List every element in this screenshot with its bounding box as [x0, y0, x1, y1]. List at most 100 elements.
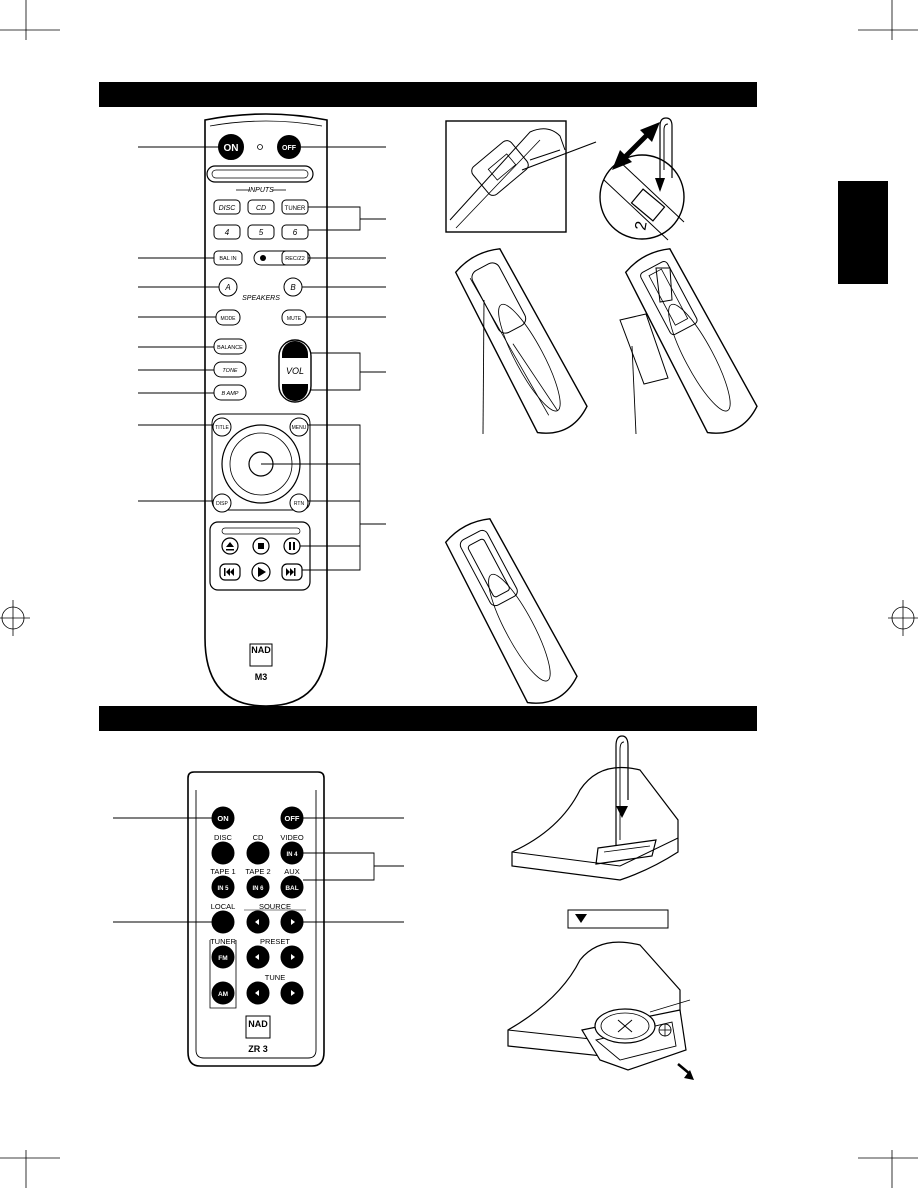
svg-text:TONE: TONE	[222, 368, 238, 374]
svg-text:TUNER: TUNER	[210, 937, 236, 946]
m3-disc-button	[213, 199, 241, 215]
svg-text:MUTE: MUTE	[287, 316, 302, 322]
zr3-am-button	[211, 981, 235, 1005]
svg-text:DISC: DISC	[214, 833, 233, 842]
m3-rec-led	[260, 255, 266, 261]
svg-text:PRESET: PRESET	[260, 937, 290, 946]
down-arrow-icon	[575, 914, 587, 923]
zr3-paperclip	[615, 735, 629, 846]
svg-text:MODE: MODE	[221, 316, 237, 322]
svg-text:MENU: MENU	[292, 425, 307, 431]
svg-text:ON: ON	[217, 814, 228, 823]
play-icon	[258, 567, 266, 577]
section-header-bar-bottom	[99, 706, 757, 731]
pull-out-arrow-icon	[677, 1063, 691, 1075]
svg-text:IN 4: IN 4	[286, 852, 298, 858]
svg-text:DISC: DISC	[219, 205, 237, 212]
svg-text:6: 6	[293, 228, 298, 237]
language-tab	[838, 181, 888, 284]
svg-text:B AMP: B AMP	[222, 391, 239, 397]
svg-text:IN 5: IN 5	[217, 886, 229, 892]
svg-text:VIDEO: VIDEO	[280, 833, 304, 842]
svg-text:5: 5	[259, 228, 264, 237]
m3-input4-button	[213, 224, 241, 240]
battery-detail-inset	[445, 120, 567, 233]
svg-text:FM: FM	[218, 955, 227, 962]
right-arrow-icon	[291, 919, 295, 925]
zr3-disc-button	[211, 841, 235, 865]
svg-text:RTN: RTN	[294, 501, 305, 507]
remote-back-battery	[444, 518, 578, 704]
m3-on-label: ON	[224, 143, 239, 154]
svg-text:TAPE 1: TAPE 1	[210, 867, 235, 876]
zr3-model-label: ZR 3	[248, 1044, 268, 1054]
svg-text:AUX: AUX	[284, 867, 299, 876]
svg-text:TUNE: TUNE	[265, 973, 285, 982]
svg-text:TUNER: TUNER	[285, 206, 306, 212]
m3-rtn-button	[289, 493, 309, 513]
remote-back-closed	[454, 248, 588, 434]
stop-icon	[258, 543, 264, 549]
m3-inputs-label: INPUTS	[248, 187, 274, 194]
svg-text:TITLE: TITLE	[215, 425, 229, 431]
zr3-nad-logo-box	[245, 1015, 271, 1039]
m3-balance-button	[213, 338, 247, 355]
m3-mode-button	[215, 309, 241, 326]
zr3-bal-button	[280, 875, 304, 899]
svg-text:B: B	[290, 283, 296, 292]
zr3-in5-button	[211, 875, 235, 899]
zr3-nad-logo: NAD	[248, 1019, 268, 1029]
section-header-bar-top	[99, 82, 757, 107]
svg-text:SOURCE: SOURCE	[259, 902, 291, 911]
m3-disp-button	[212, 493, 232, 513]
m3-off-label: OFF	[282, 145, 297, 152]
m3-bamp-button	[213, 384, 247, 401]
svg-text:BAL: BAL	[285, 885, 298, 892]
m3-tone-button	[213, 361, 247, 378]
svg-text:BAL IN: BAL IN	[219, 256, 236, 262]
m3-ir-indicator	[257, 144, 263, 150]
zr3-cd-button	[246, 841, 270, 865]
eject-icon	[226, 542, 234, 551]
next-icon	[286, 568, 296, 576]
svg-text:BALANCE: BALANCE	[217, 345, 243, 351]
m3-input5-button	[247, 224, 275, 240]
battery-latch-zoom	[599, 154, 685, 240]
svg-text:4: 4	[225, 228, 230, 237]
m3-cd-button	[247, 199, 275, 215]
svg-text:CD: CD	[253, 833, 264, 842]
svg-text:LOCAL: LOCAL	[211, 902, 236, 911]
svg-text:OFF: OFF	[285, 814, 300, 823]
remote-back-open	[624, 248, 758, 434]
pause-icon	[289, 542, 291, 550]
m3-vol-label: VOL	[286, 366, 304, 376]
svg-text:IN 6: IN 6	[252, 886, 264, 892]
m3-speakers-label: SPEAKERS	[242, 295, 280, 302]
m3-off-button	[277, 135, 301, 159]
m3-menu-button	[289, 417, 309, 437]
m3-nad-logo-box	[249, 643, 273, 667]
svg-text:CD: CD	[256, 205, 266, 212]
m3-mute-button	[281, 309, 307, 326]
svg-text:TAPE 2: TAPE 2	[245, 867, 270, 876]
m3-nad-logo: NAD	[251, 645, 271, 655]
prev-icon	[224, 568, 234, 576]
instruction-arrow-box	[567, 909, 669, 929]
paperclip-tool	[659, 117, 673, 190]
m3-input6-button	[281, 224, 309, 240]
battery-slot-number: 2	[632, 220, 650, 232]
zr3-fm-button	[211, 945, 235, 969]
m3-model-label: M3	[255, 672, 268, 682]
svg-text:DISP: DISP	[216, 501, 228, 507]
m3-title-button	[212, 417, 232, 437]
zr3-in6-button	[246, 875, 270, 899]
svg-text:AM: AM	[218, 991, 228, 998]
svg-text:A: A	[224, 283, 230, 292]
svg-text:REC/Z2: REC/Z2	[285, 256, 305, 262]
left-arrow-icon	[255, 919, 259, 925]
